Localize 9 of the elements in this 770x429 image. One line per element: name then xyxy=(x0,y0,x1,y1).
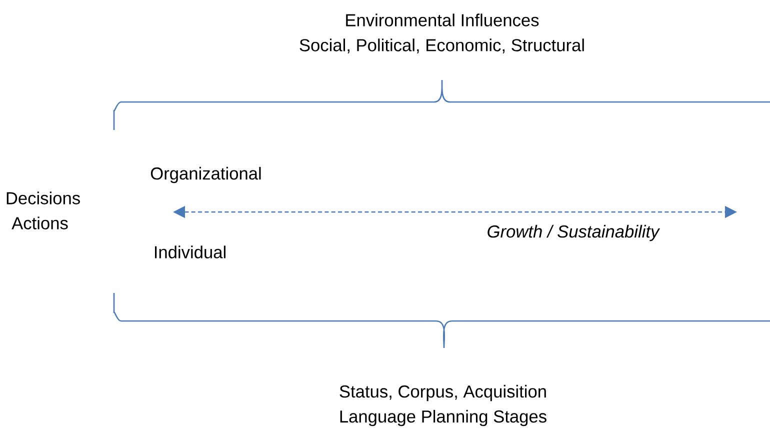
label: Environmental Influences xyxy=(346,14,539,26)
label: Status, Corpus, Acquisition xyxy=(340,384,546,402)
label: Individual xyxy=(155,246,226,258)
label: Organizational xyxy=(150,166,261,184)
label: Decisions xyxy=(6,192,80,204)
label: Actions xyxy=(12,216,68,230)
label: Language Planning Stages xyxy=(340,410,546,426)
label: Social, Political, Economic, Structural xyxy=(300,38,584,54)
label: Growth / Sustainability xyxy=(488,224,660,242)
